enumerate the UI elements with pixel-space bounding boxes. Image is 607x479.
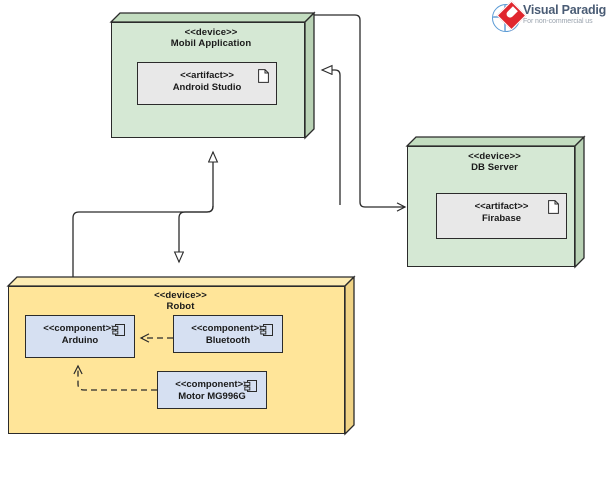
artifact-name-android-studio: Android Studio (172, 82, 242, 93)
node-3d-faces (405, 135, 586, 269)
component-name-bluetooth: Bluetooth (205, 335, 251, 346)
device-node-mobil-application[interactable]: <<device>> Mobil Application <<artifact>… (109, 11, 316, 143)
component-arduino[interactable]: <<component>> Arduino (25, 315, 135, 358)
watermark-text: Visual Paradig For non-commercial us (523, 3, 607, 26)
edge-db-server-to-mobil (322, 70, 341, 205)
component-stereotype-arduino: <<component>> (43, 323, 117, 334)
watermark-title: Visual Paradig (523, 3, 607, 17)
watermark-subtitle: For non-commercial us (523, 18, 593, 25)
node-3d-faces (6, 275, 356, 436)
component-icon (112, 324, 125, 336)
component-stereotype-bluetooth: <<component>> (191, 323, 265, 334)
edge-mobil-to-robot (179, 205, 214, 262)
visual-paradigm-watermark: Visual Paradig For non-commercial us (490, 0, 607, 34)
component-name-motor: Motor MG996G (178, 391, 246, 402)
component-stereotype-motor: <<component>> (175, 379, 249, 390)
device-node-db-server[interactable]: <<device>> DB Server <<artifact>> Firaba… (405, 135, 586, 272)
component-name-arduino: Arduino (61, 335, 99, 346)
component-bluetooth[interactable]: <<component>> Bluetooth (173, 315, 283, 353)
edge-motor-to-arduino (78, 366, 157, 391)
node-face (8, 286, 345, 434)
artifact-document-icon (548, 200, 559, 214)
component-icon (260, 324, 273, 336)
artifact-firabase[interactable]: <<artifact>> Firabase (436, 193, 567, 239)
robot-internal-connectors (8, 277, 173, 391)
component-motor-mg996g[interactable]: <<component>> Motor MG996G (157, 371, 267, 409)
edge-robot-to-mobil (72, 152, 213, 277)
device-node-robot[interactable]: <<device>> Robot <<component>> Arduino (6, 275, 356, 439)
artifact-stereotype-firabase: <<artifact>> (474, 201, 529, 212)
edge-mobil-to-db-server (306, 14, 405, 207)
artifact-name-firabase: Firabase (481, 213, 522, 224)
artifact-android-studio[interactable]: <<artifact>> Android Studio (137, 62, 277, 105)
artifact-stereotype-android-studio: <<artifact>> (180, 70, 234, 81)
artifact-document-icon (258, 69, 269, 83)
component-icon (244, 380, 257, 392)
